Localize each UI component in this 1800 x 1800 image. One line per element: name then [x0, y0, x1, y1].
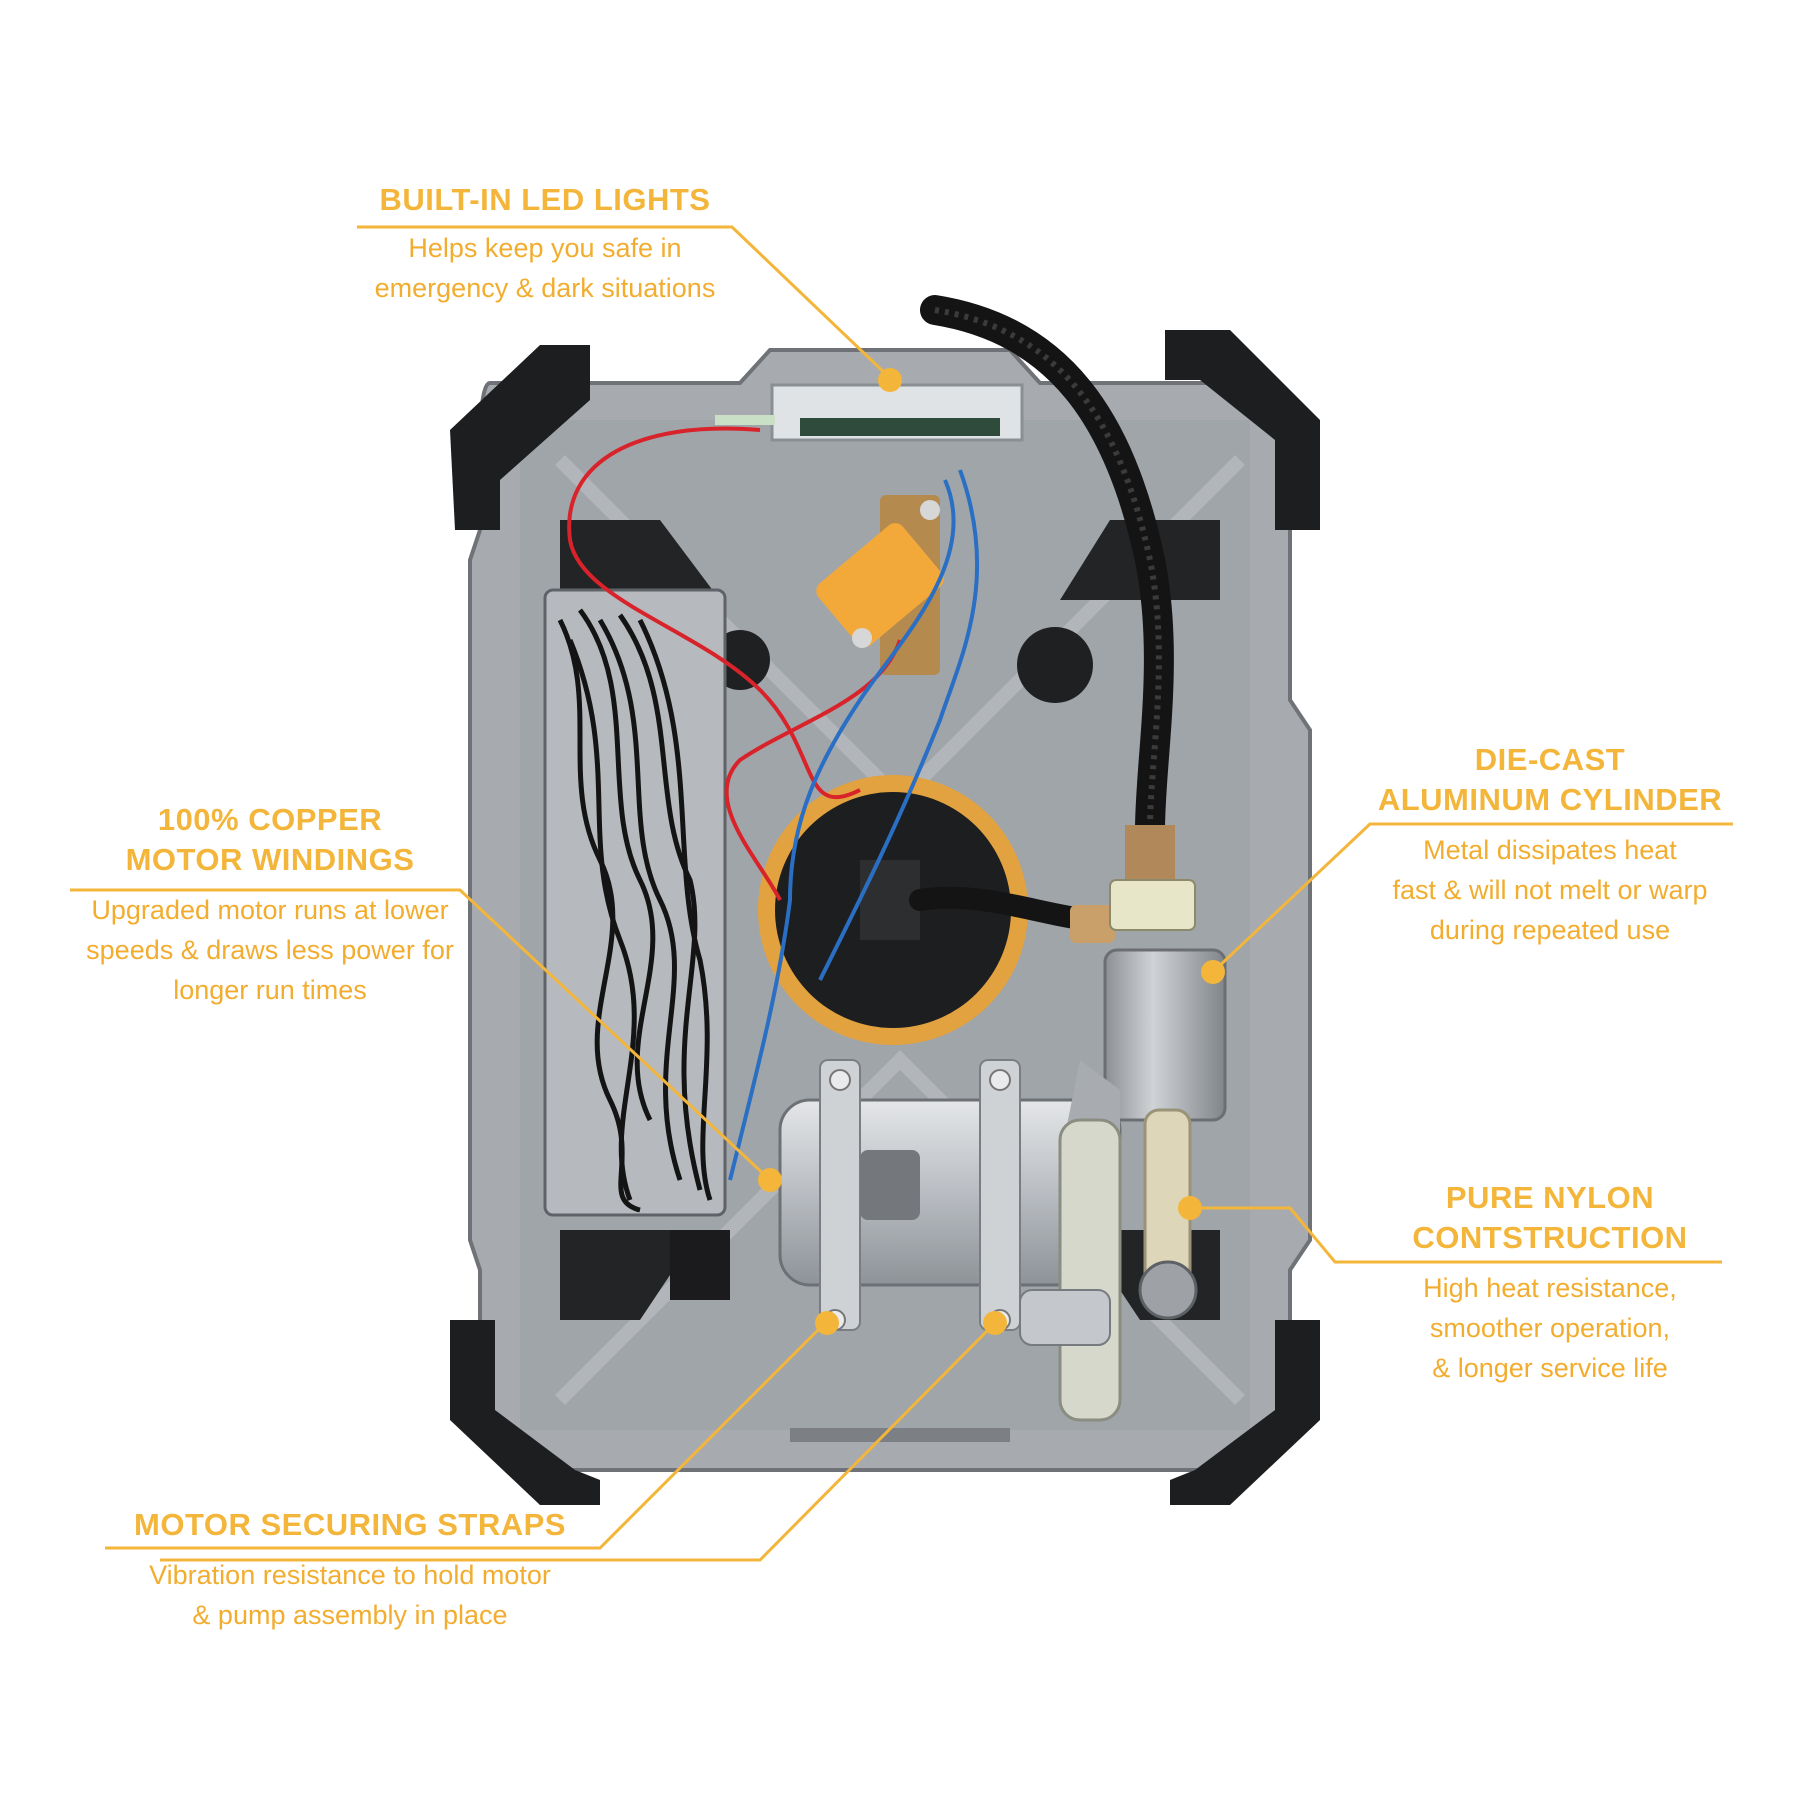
brass-fitting: [1070, 905, 1115, 943]
leader-copper: [70, 888, 772, 1182]
cord-compartment: [543, 588, 730, 1300]
die-cast-cylinder-description: Metal dissipates heat fast & will not me…: [1392, 835, 1708, 945]
dot-led: [878, 368, 902, 392]
dot-cylinder: [1201, 960, 1225, 984]
led-light-bar: [715, 383, 1024, 442]
led-lights-heading: BUILT-IN LED LIGHTS: [379, 182, 711, 217]
callout-motor-straps: MOTOR SECURING STRAPS Vibration resistan…: [110, 1505, 590, 1635]
leader-led: [357, 225, 892, 380]
dot-straps-2: [983, 1311, 1007, 1335]
led-lights-description: Helps keep you safe in emergency & dark …: [374, 233, 716, 303]
wiring: [567, 426, 980, 1181]
pure-nylon-heading: PURE NYLON CONTSTRUCTION: [1412, 1180, 1688, 1255]
leader-straps-1: [105, 1326, 822, 1550]
callout-led-lights: BUILT-IN LED LIGHTS Helps keep you safe …: [335, 180, 755, 308]
motor-straps-heading: MOTOR SECURING STRAPS: [134, 1507, 566, 1542]
anchor-dots: [758, 368, 1225, 1335]
copper-windings-description: Upgraded motor runs at lower speeds & dr…: [86, 895, 454, 1005]
gear-and-rod: [1019, 1108, 1198, 1422]
air-hose: [920, 295, 1175, 880]
callout-copper-windings: 100% COPPER MOTOR WINDINGS Upgraded moto…: [60, 800, 480, 1010]
die-cast-cylinder-heading: DIE-CAST ALUMINUM CYLINDER: [1377, 742, 1723, 817]
pure-nylon-description: High heat resistance, smoother operation…: [1423, 1273, 1677, 1383]
leader-lines: [70, 225, 1733, 1562]
dot-nylon: [1178, 1196, 1202, 1220]
fan-housing: [758, 775, 1028, 1045]
leader-straps-2: [160, 1326, 992, 1562]
motor-straps-description: Vibration resistance to hold motor & pum…: [149, 1560, 551, 1630]
dot-copper: [758, 1168, 782, 1192]
callout-pure-nylon: PURE NYLON CONTSTRUCTION High heat resis…: [1350, 1178, 1750, 1388]
copper-windings-heading: 100% COPPER MOTOR WINDINGS: [125, 802, 415, 877]
switch-assembly: [816, 495, 944, 675]
callout-die-cast-cylinder: DIE-CAST ALUMINUM CYLINDER Metal dissipa…: [1340, 740, 1760, 950]
leader-cylinder: [1213, 822, 1733, 972]
dot-straps-1: [815, 1311, 839, 1335]
leader-nylon: [1190, 1206, 1722, 1264]
motor-body: [778, 1059, 1122, 1331]
corner-bumpers: [450, 330, 1320, 1505]
